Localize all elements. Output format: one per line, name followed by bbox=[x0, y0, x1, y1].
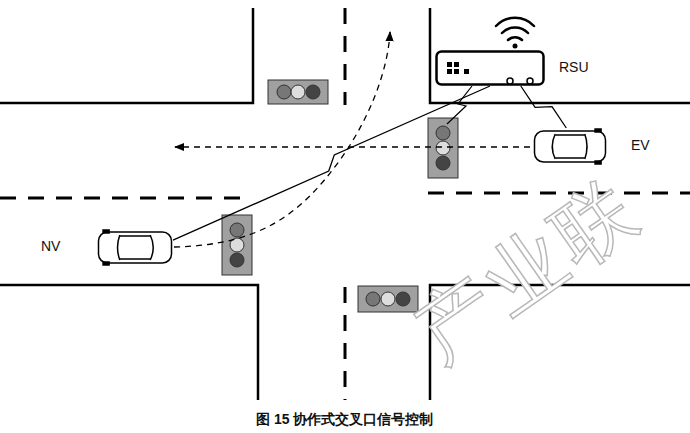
wireless-link bbox=[173, 86, 490, 240]
rsu-node: RSU bbox=[435, 50, 545, 86]
watermark: 产业联 bbox=[395, 155, 662, 386]
car-icon bbox=[97, 229, 173, 266]
node-label: NV bbox=[41, 238, 60, 254]
node-label: EV bbox=[631, 137, 650, 153]
car-icon bbox=[533, 128, 607, 165]
rsu-device bbox=[435, 50, 545, 86]
vehicle-node: EV bbox=[533, 128, 607, 165]
node-label: RSU bbox=[559, 59, 589, 75]
wireless-link bbox=[521, 86, 567, 128]
vehicle-node: NV bbox=[97, 229, 173, 266]
figure-caption: 图 15 协作式交叉口信号控制 bbox=[256, 411, 433, 429]
